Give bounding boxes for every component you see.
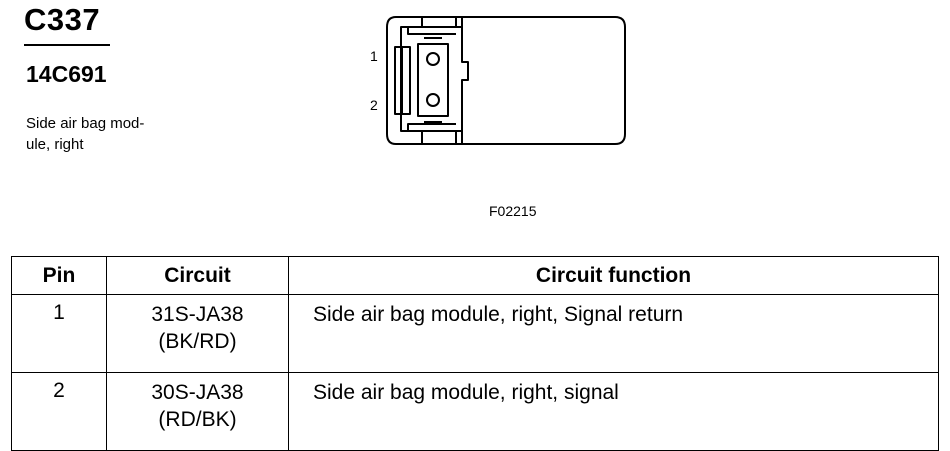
circuit-code: 31S-JA38 (151, 303, 244, 326)
circuit-function-cell: Side air bag module, right, Signal retur… (288, 294, 939, 373)
connector-description: Side air bag mod- ule, right (26, 113, 196, 155)
circuit-cell: 30S-JA38 (RD/BK) (106, 372, 289, 451)
table-header-row: Pin Circuit Circuit function (11, 256, 939, 295)
pin-cell: 2 (11, 372, 107, 451)
pin-1-hole (426, 52, 440, 66)
figure-code: F02215 (489, 203, 537, 219)
circuit-code: 30S-JA38 (151, 381, 244, 404)
circuit-color: (BK/RD) (158, 330, 237, 353)
description-line-1: Side air bag mod- (26, 115, 145, 132)
header-circuit-function: Circuit function (288, 256, 939, 295)
table-row: 1 31S-JA38 (BK/RD) Side air bag module, … (11, 294, 939, 373)
connector-housing (386, 16, 626, 145)
terminal-cavity (417, 43, 449, 117)
connector-id-underline (24, 44, 110, 46)
connector-id: C337 (24, 2, 101, 37)
pin-label-2: 2 (370, 97, 378, 113)
bottom-latch (421, 131, 463, 144)
pin-cell: 1 (11, 294, 107, 373)
connector-drawing (386, 16, 626, 145)
table-row: 2 30S-JA38 (RD/BK) Side air bag module, … (11, 372, 939, 451)
description-line-2: ule, right (26, 136, 84, 153)
circuit-color: (RD/BK) (158, 408, 237, 431)
pin-label-1: 1 (370, 48, 378, 64)
circuit-function-cell: Side air bag module, right, signal (288, 372, 939, 451)
circuit-cell: 31S-JA38 (BK/RD) (106, 294, 289, 373)
top-latch (421, 17, 463, 27)
header-pin: Pin (11, 256, 107, 295)
header-circuit: Circuit (106, 256, 289, 295)
pinout-table: Pin Circuit Circuit function 1 31S-JA38 … (11, 256, 939, 451)
pin-2-hole (426, 93, 440, 107)
part-number: 14C691 (26, 61, 107, 87)
